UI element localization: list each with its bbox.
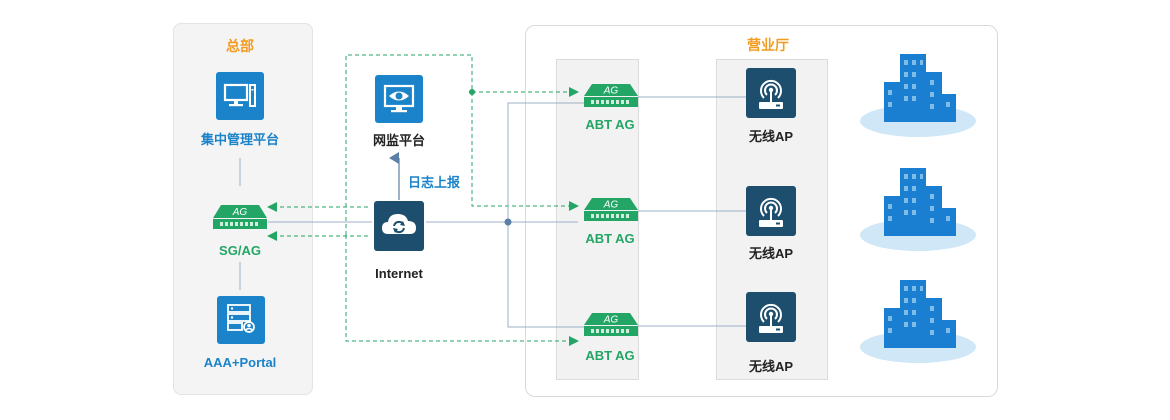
dashed-to-ag-3	[345, 235, 579, 346]
monitor-icon	[216, 72, 264, 120]
abt-ag-badge: AG	[603, 315, 619, 326]
server-user-icon	[217, 296, 265, 344]
dashed-junction	[469, 89, 475, 95]
abt-ag-badge: AG	[603, 200, 619, 211]
abt-ag-label: ABT AG	[585, 231, 635, 246]
dashed-to-ag-2	[471, 92, 579, 211]
wireless-ap-icon	[746, 292, 796, 342]
eye-monitor-icon	[375, 75, 423, 123]
bus-junction	[504, 218, 512, 226]
building-icon	[860, 54, 976, 137]
wireless-ap-icon	[746, 186, 796, 236]
wireless-ap-icon	[746, 68, 796, 118]
wireless-ap-label: 无线AP	[748, 129, 794, 144]
auth-portal-label: AAA+Portal	[203, 355, 277, 370]
management-platform-label: 集中管理平台	[200, 132, 280, 147]
abt-ag-label: ABT AG	[585, 117, 635, 132]
headquarters-title: 总部	[226, 38, 254, 54]
wireless-ap-label: 无线AP	[748, 359, 794, 374]
monitor-platform-label: 网监平台	[372, 133, 426, 148]
wireless-ap-label: 无线AP	[748, 246, 794, 261]
gateway-badge: AG	[232, 207, 248, 218]
abt-ag-router-icon: AG	[584, 198, 638, 221]
log-report-label: 日志上报	[407, 175, 461, 190]
internet-label: Internet	[375, 266, 423, 281]
building-icon	[860, 280, 976, 363]
gateway-router-icon: AG	[213, 205, 267, 229]
gateway-label: SG/AG	[219, 243, 261, 258]
abt-ag-router-icon: AG	[584, 84, 638, 107]
abt-ag-badge: AG	[603, 86, 619, 97]
building-icon	[860, 168, 976, 251]
cloud-sync-icon	[374, 201, 424, 251]
abt-ag-router-icon: AG	[584, 313, 638, 336]
branch-bus	[507, 102, 585, 328]
dashed-to-ag-1	[345, 54, 579, 235]
abt-ag-label: ABT AG	[585, 348, 635, 363]
branch-title: 营业厅	[747, 37, 789, 53]
